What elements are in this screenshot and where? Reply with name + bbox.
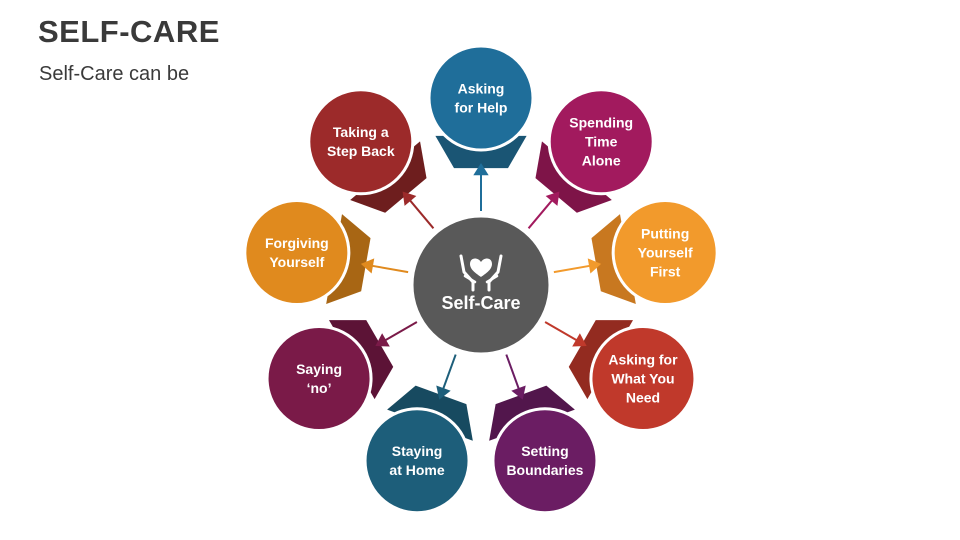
node-circle-taking-a-step-back	[307, 88, 415, 196]
node-label-putting-yourself-first: Putting	[641, 226, 689, 242]
center-hub: Self-Care	[410, 214, 552, 356]
node-label-putting-yourself-first: Yourself	[638, 245, 693, 261]
node-asking-for-help: Asking for Help	[427, 44, 535, 152]
node-label-spending-time-alone: Spending	[569, 115, 633, 131]
node-taking-a-step-back: Taking a Step Back	[307, 88, 415, 196]
node-label-asking-for-help: for Help	[455, 100, 508, 116]
page-subtitle: Self-Care can be	[39, 63, 190, 85]
node-circle-forgiving-yourself	[243, 199, 351, 307]
node-circle-asking-for-what-you-need	[589, 325, 697, 432]
arrow-line-asking-for-what-you-need	[544, 321, 579, 342]
node-circle-spending-time-alone	[547, 88, 655, 196]
arrow-line-staying-at-home	[441, 354, 457, 391]
arrow-head-putting-yourself-first	[587, 258, 602, 274]
arrow-head-taking-a-step-back	[402, 191, 417, 206]
arrow-head-saying-no	[375, 333, 390, 347]
arrow-line-setting-boundaries	[505, 354, 521, 391]
node-circle-asking-for-help	[427, 44, 535, 152]
node-label-asking-for-what-you-need: Asking for	[608, 352, 678, 368]
arrow-head-asking-for-what-you-need	[572, 333, 587, 347]
node-label-asking-for-what-you-need: What You	[611, 371, 674, 387]
node-circle-putting-yourself-first	[611, 199, 719, 307]
node-label-spending-time-alone: Alone	[582, 153, 621, 169]
node-label-staying-at-home: at Home	[389, 462, 444, 478]
center-circle	[410, 214, 552, 356]
arrow-line-spending-time-alone	[527, 198, 554, 229]
node-label-spending-time-alone: Time	[585, 134, 618, 150]
node-saying-no: Saying ‘no’	[265, 325, 373, 432]
arrow-head-forgiving-yourself	[360, 258, 375, 274]
arrow-line-saying-no	[383, 321, 418, 342]
center-label: Self-Care	[441, 293, 520, 313]
arrow-line-putting-yourself-first	[553, 264, 592, 274]
node-label-taking-a-step-back: Step Back	[327, 143, 395, 159]
node-label-staying-at-home: Staying	[392, 443, 443, 459]
arrow-head-asking-for-help	[473, 163, 489, 176]
arrow-line-taking-a-step-back	[408, 198, 435, 229]
node-label-putting-yourself-first: First	[650, 264, 681, 280]
node-circle-setting-boundaries	[491, 407, 599, 515]
node-label-saying-no: ‘no’	[307, 380, 332, 396]
arrow-line-forgiving-yourself	[370, 264, 409, 274]
node-label-forgiving-yourself: Forgiving	[265, 235, 329, 251]
heart-in-hands-icon	[459, 254, 503, 292]
node-label-asking-for-help: Asking	[458, 81, 505, 97]
node-label-asking-for-what-you-need: Need	[626, 390, 660, 406]
arrow-head-spending-time-alone	[545, 191, 560, 206]
node-circle-saying-no	[265, 325, 373, 432]
node-label-setting-boundaries: Boundaries	[506, 462, 583, 478]
arrow-head-setting-boundaries	[511, 385, 526, 400]
node-label-forgiving-yourself: Yourself	[269, 254, 324, 270]
arrow-head-staying-at-home	[436, 385, 451, 400]
node-label-setting-boundaries: Setting	[521, 443, 568, 459]
node-circle-staying-at-home	[363, 407, 471, 515]
node-staying-at-home: Staying at Home	[363, 407, 471, 515]
node-label-taking-a-step-back: Taking a	[333, 124, 389, 140]
page-title: SELF-CARE	[38, 14, 220, 49]
node-label-saying-no: Saying	[296, 361, 342, 377]
